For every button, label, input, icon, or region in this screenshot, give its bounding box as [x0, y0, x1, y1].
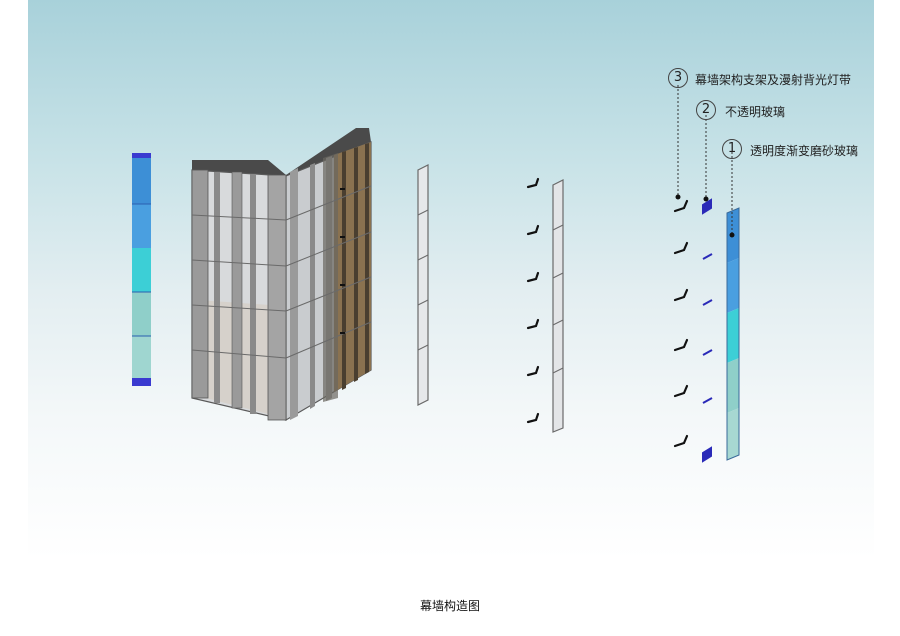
callout-label-3: 幕墙架构支架及漫射背光灯带: [695, 73, 852, 87]
curtain-wall-diagram: 3 幕墙架构支架及漫射背光灯带 2 不透明玻璃 1 透明度渐变磨砂玻璃: [28, 0, 874, 560]
leader-dots: [675, 194, 735, 238]
left-gradient-strip: [132, 153, 151, 386]
right-gradient-strip: [726, 207, 740, 461]
frame-with-brackets: [526, 177, 564, 433]
callout-label-2: 不透明玻璃: [725, 105, 786, 119]
building-corner: [191, 128, 372, 422]
callout-label-1: 透明度渐变磨砂玻璃: [750, 144, 859, 158]
glass-panel: [417, 164, 429, 406]
callout-number-3: 3: [668, 68, 688, 88]
callout-number-2: 2: [696, 100, 716, 120]
exploded-brackets: [673, 199, 689, 448]
diagram-caption: 幕墙构造图: [419, 599, 480, 613]
callout-number-1: 1: [722, 139, 742, 159]
diagram-graphics: [132, 85, 740, 463]
leader-lines: [677, 85, 733, 234]
opaque-glass-pieces: [702, 198, 713, 463]
